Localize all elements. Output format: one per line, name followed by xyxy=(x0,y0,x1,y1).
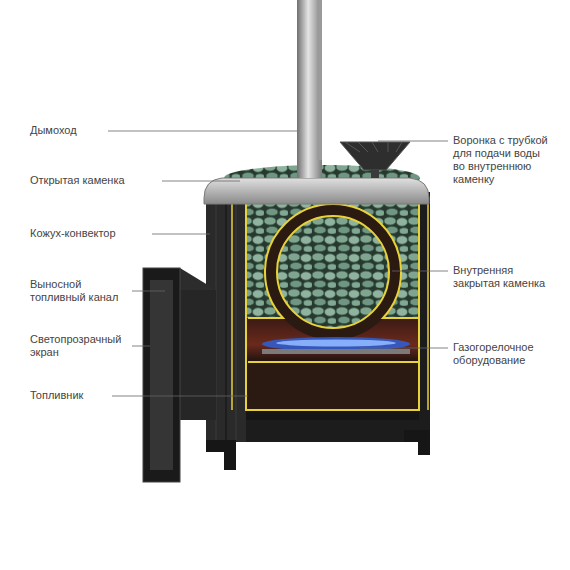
part-label: Выносной топливный канал xyxy=(30,278,130,304)
part-label: Внутренняя закрытая каменка xyxy=(453,264,558,290)
part-label: Газогорелочное оборудование xyxy=(453,341,563,367)
part-label: Кожух-конвектор xyxy=(30,227,150,240)
part-label: Воронка с трубкой для подачи воды во вну… xyxy=(453,134,553,186)
part-label: Топливник xyxy=(30,389,120,402)
part-label: Открытая каменка xyxy=(30,174,160,187)
part-label: Светопрозрачный экран xyxy=(30,333,130,359)
part-label: Дымоход xyxy=(30,124,160,137)
leader-lines xyxy=(108,131,448,396)
